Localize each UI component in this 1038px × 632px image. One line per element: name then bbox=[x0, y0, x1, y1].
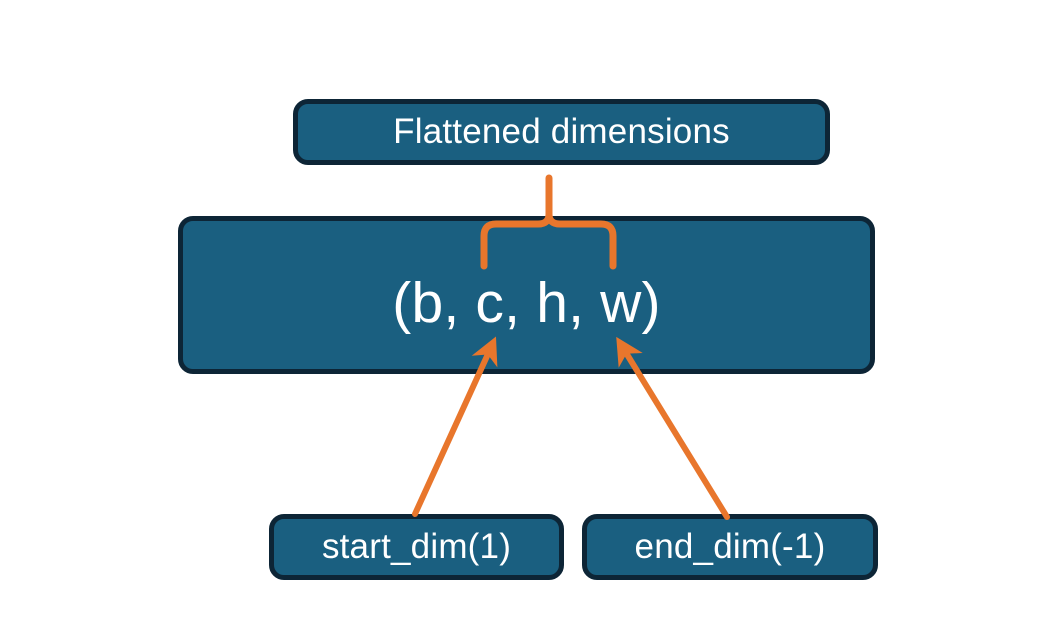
node-flattened-dimensions-label: Flattened dimensions bbox=[393, 112, 730, 151]
node-start-dim-label: start_dim(1) bbox=[321, 527, 512, 566]
node-flattened-dimensions[interactable]: Flattened dimensions bbox=[293, 99, 830, 165]
node-end-dim-label: end_dim(-1) bbox=[634, 527, 826, 566]
node-start-dim[interactable]: start_dim(1) bbox=[269, 514, 564, 580]
node-tensor-shape[interactable]: (b, c, h, w) bbox=[178, 216, 875, 374]
node-end-dim[interactable]: end_dim(-1) bbox=[582, 514, 878, 580]
node-tensor-shape-label: (b, c, h, w) bbox=[392, 271, 661, 335]
